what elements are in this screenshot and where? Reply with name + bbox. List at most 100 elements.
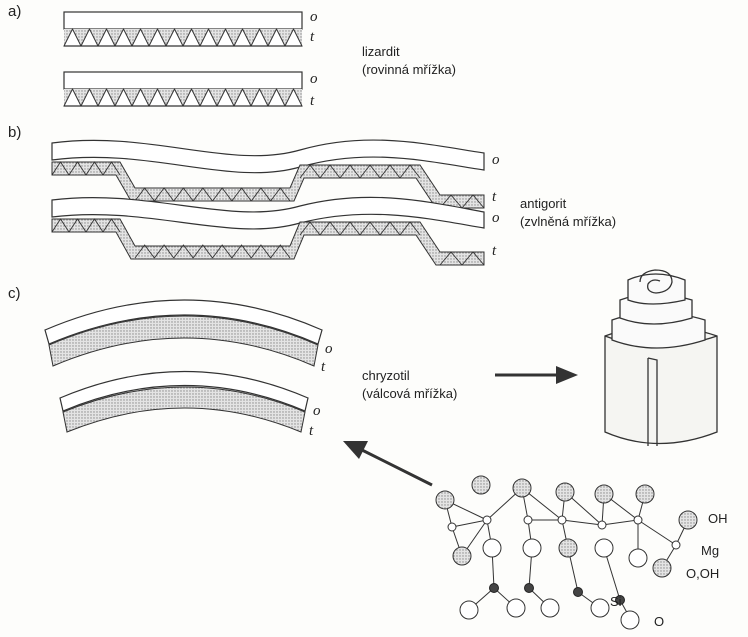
tetrahedron xyxy=(250,187,271,202)
tetrahedron xyxy=(102,161,121,176)
layer-label-o: o xyxy=(310,9,318,25)
oxygen-atom xyxy=(506,598,526,618)
oxygen-atom xyxy=(628,548,648,568)
layer-label-o: o xyxy=(310,71,318,87)
tetrahedron xyxy=(270,244,291,259)
tetrahedron xyxy=(154,244,175,259)
mg-atom xyxy=(597,520,607,530)
atom-label-si: Si xyxy=(610,594,622,609)
chrysotile-layers xyxy=(44,299,323,433)
oxygen-atom xyxy=(482,538,502,558)
oxygen-atom xyxy=(522,538,542,558)
tetrahedron xyxy=(339,221,361,236)
curved-tetrahedral-sheet xyxy=(48,315,319,367)
oxygen-atom xyxy=(540,598,560,618)
atomic-bond xyxy=(637,519,677,546)
tetrahedron xyxy=(299,221,321,236)
layer-label-t: t xyxy=(492,243,497,259)
tetrahedron xyxy=(319,164,341,179)
tetrahedron xyxy=(192,187,213,202)
tetrahedron xyxy=(231,187,252,202)
layer-label-t: t xyxy=(321,359,326,375)
tetrahedron xyxy=(51,218,70,233)
octahedral-sheet xyxy=(63,71,303,90)
tetrahedron xyxy=(461,194,485,209)
oh-atom xyxy=(635,484,655,504)
atom-label-o: O xyxy=(654,614,665,629)
si-atom xyxy=(615,595,625,605)
tetrahedron xyxy=(102,218,121,233)
mg-atom xyxy=(633,515,643,525)
tetrahedron xyxy=(319,221,341,236)
arrow-to-scroll xyxy=(495,366,578,384)
chrysotile-scroll-drawing xyxy=(604,269,718,446)
tetrahedron xyxy=(231,244,252,259)
tetrahedron xyxy=(461,251,485,266)
lattice-type-lizardit: (rovinná mřížka) xyxy=(362,62,456,77)
si-atom xyxy=(489,583,499,593)
curved-octahedral-sheet xyxy=(44,299,323,345)
lattice-type-antigorit: (zvlněná mřížka) xyxy=(520,214,617,229)
layer-label-t: t xyxy=(309,423,314,439)
tetrahedron xyxy=(173,187,194,202)
oh-atom xyxy=(512,478,532,498)
tetrahedron xyxy=(359,221,381,236)
oh-atom xyxy=(452,546,472,566)
atom-label-o-oh: O,OH xyxy=(686,566,720,581)
mg-atom xyxy=(447,522,457,532)
mg-atom xyxy=(523,515,533,525)
tetrahedron xyxy=(212,244,233,259)
tetrahedron xyxy=(85,218,104,233)
curved-octahedral-sheet xyxy=(59,370,309,412)
mg-atom xyxy=(482,515,492,525)
panel-label-a: a) xyxy=(8,3,22,20)
atom-label-oh: OH xyxy=(708,511,728,526)
tetrahedral-sheet xyxy=(63,27,303,47)
layer-label-o: o xyxy=(492,152,500,168)
tetrahedron xyxy=(51,161,70,176)
mg-atom xyxy=(557,515,567,525)
oxygen-atom xyxy=(620,610,640,630)
mg-atom xyxy=(671,540,681,550)
tetrahedron xyxy=(399,164,421,179)
antigorite-layers xyxy=(51,139,485,266)
tetrahedron xyxy=(359,164,381,179)
oh-atom xyxy=(652,558,672,578)
tetrahedron xyxy=(250,244,271,259)
layer-label-o: o xyxy=(313,403,321,419)
mineral-name-antigorit: antigorit xyxy=(520,196,567,211)
tetrahedron xyxy=(439,251,463,266)
tetrahedron xyxy=(212,187,233,202)
oxygen-atom xyxy=(594,538,614,558)
atomic-bond xyxy=(451,519,488,528)
oh-atom xyxy=(594,484,614,504)
oxygen-atom xyxy=(459,600,479,620)
layer-label-t: t xyxy=(310,93,315,109)
mineral-name-lizardit: lizardit xyxy=(362,44,400,59)
tetrahedron xyxy=(192,244,213,259)
arrow-to-curved-layers xyxy=(343,441,433,487)
curved-tetrahedral-sheet xyxy=(62,386,306,433)
oh-atom xyxy=(435,490,455,510)
panel-label-b: b) xyxy=(8,124,22,141)
tetrahedron xyxy=(134,187,155,202)
si-atom xyxy=(573,587,583,597)
tetrahedron xyxy=(379,164,401,179)
atomic-bond xyxy=(561,519,603,526)
layer-label-t: t xyxy=(310,29,315,45)
tetrahedral-sheet xyxy=(63,87,303,107)
oh-atom xyxy=(558,538,578,558)
lattice-type-chryzotil: (válcová mřížka) xyxy=(362,386,458,401)
oxygen-atom xyxy=(590,598,610,618)
tetrahedron xyxy=(339,164,361,179)
tetrahedron xyxy=(154,187,175,202)
tetrahedron xyxy=(439,194,463,209)
oh-atom xyxy=(555,482,575,502)
atomic-structure-model xyxy=(435,475,698,630)
tetrahedron xyxy=(270,187,291,202)
wavy-octahedral-sheet xyxy=(51,139,485,174)
lizardite-layers xyxy=(63,11,303,107)
tetrahedron xyxy=(134,244,155,259)
